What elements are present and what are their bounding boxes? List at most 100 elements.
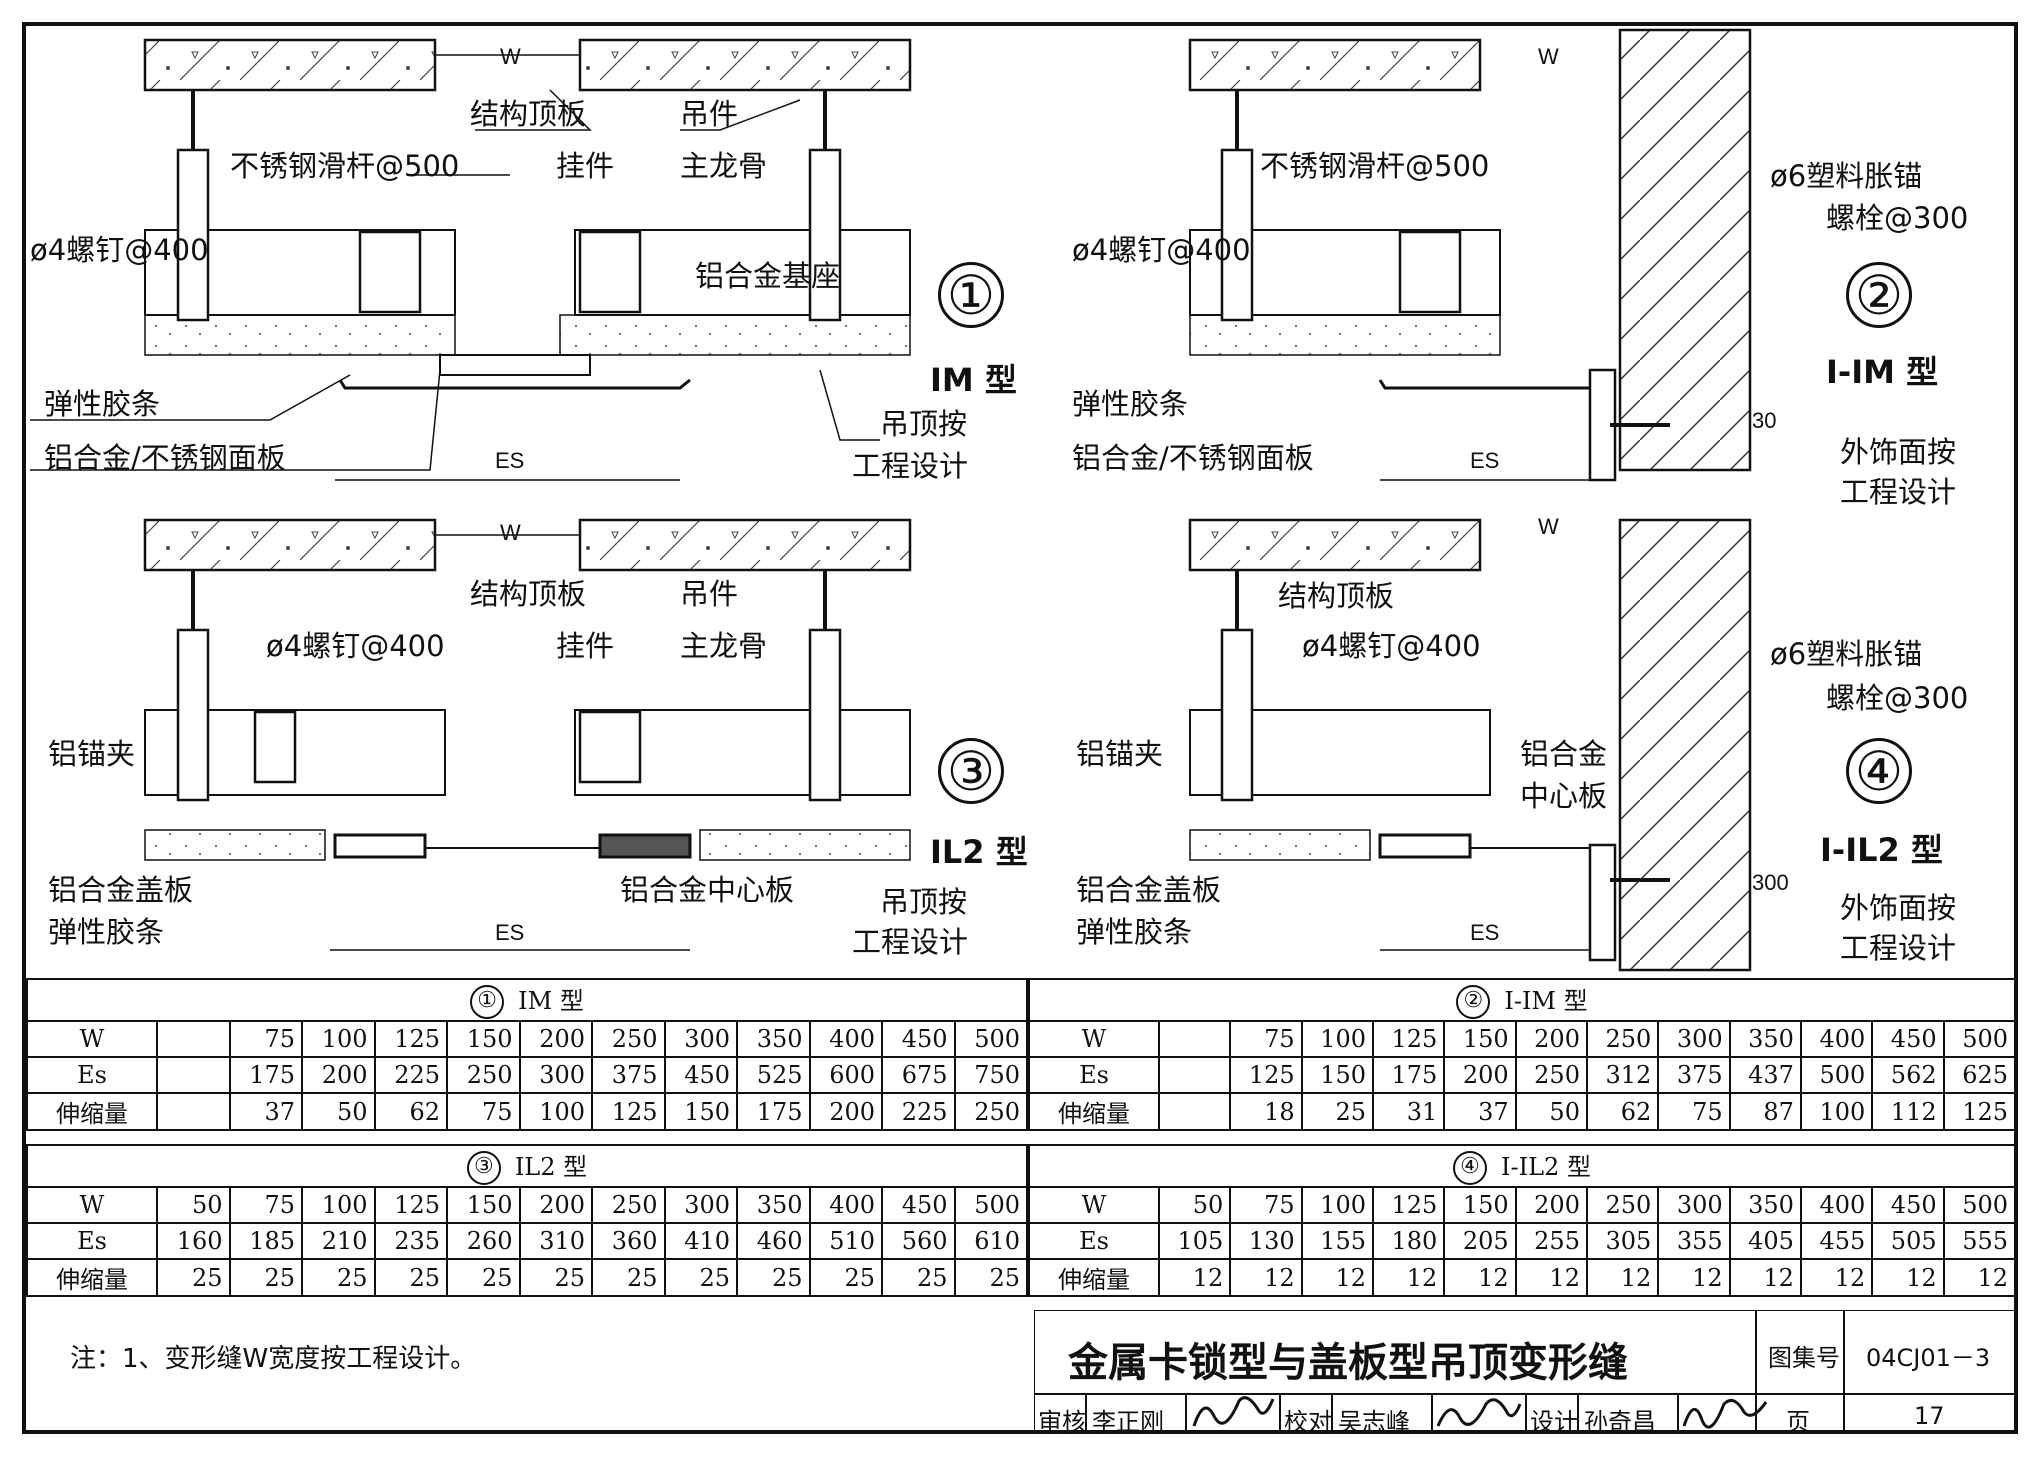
table-cell: 625 bbox=[1942, 1056, 2017, 1094]
table-cell: 250 bbox=[446, 1056, 521, 1094]
table-cell: 75 bbox=[1229, 1186, 1303, 1224]
table-cell bbox=[156, 1056, 231, 1094]
table-cell: 175 bbox=[228, 1056, 303, 1094]
table-cell: 12 bbox=[1799, 1258, 1874, 1297]
title-block: 金属卡锁型与盖板型吊顶变形缝 图集号 04CJ01－3 页 17 审核 李正刚 … bbox=[1034, 1310, 2018, 1436]
table-cell: 62 bbox=[373, 1092, 448, 1131]
table-cell: 235 bbox=[373, 1222, 448, 1260]
label-anchor-clip: 铝锚夹 bbox=[1076, 737, 1164, 771]
row-label: W bbox=[26, 1186, 158, 1224]
label-center-1: 铝合金 bbox=[1520, 737, 1608, 771]
table-cell: 350 bbox=[1728, 1020, 1802, 1058]
table-cell: 460 bbox=[736, 1222, 811, 1260]
table-cell: 210 bbox=[301, 1222, 376, 1260]
label-ceiling-1: 吊顶按 bbox=[880, 407, 968, 441]
label-rod: 不锈钢滑杆@500 bbox=[230, 149, 460, 183]
label-rod: 不锈钢滑杆@500 bbox=[1260, 149, 1490, 183]
table-cell: 125 bbox=[1371, 1186, 1446, 1224]
table-cell: 25 bbox=[156, 1258, 231, 1297]
table-cell: 18 bbox=[1229, 1092, 1303, 1131]
table-cell: 405 bbox=[1728, 1222, 1802, 1260]
page-number: 17 bbox=[1914, 1402, 1945, 1430]
diagram-4 bbox=[1188, 518, 1752, 972]
table-cell bbox=[1157, 1020, 1232, 1058]
table-cell: 125 bbox=[373, 1186, 448, 1224]
es-dim: ES bbox=[495, 920, 525, 945]
table-cell: 437 bbox=[1728, 1056, 1802, 1094]
table-number: ③ bbox=[466, 1151, 501, 1186]
table-cell: 112 bbox=[1871, 1092, 1945, 1131]
table-cell bbox=[156, 1092, 231, 1131]
checker-name: 吴志峰 bbox=[1338, 1408, 1410, 1436]
row-label: Es bbox=[1028, 1056, 1160, 1094]
table-name: IL2 型 bbox=[514, 1152, 588, 1181]
w-dim: W bbox=[1538, 44, 1559, 69]
label-anchor-clip: 铝锚夹 bbox=[48, 737, 136, 771]
table-cell: 25 bbox=[228, 1258, 303, 1297]
table-cell: 200 bbox=[808, 1092, 883, 1131]
table-cell: 500 bbox=[953, 1186, 1028, 1224]
table-cell: 25 bbox=[518, 1258, 593, 1297]
es-dim: ES bbox=[1470, 448, 1500, 473]
table-cell: 150 bbox=[1443, 1020, 1517, 1058]
table-cell: 250 bbox=[1585, 1020, 1660, 1058]
table-cell: 100 bbox=[301, 1186, 376, 1224]
table-cell: 37 bbox=[228, 1092, 303, 1131]
check-label: 校对 bbox=[1284, 1408, 1332, 1436]
diagram-1 bbox=[143, 38, 912, 481]
table-cell: 175 bbox=[1371, 1056, 1446, 1094]
table-cell: 105 bbox=[1157, 1222, 1232, 1260]
table-cell: 450 bbox=[663, 1056, 738, 1094]
table-cell: 410 bbox=[663, 1222, 738, 1260]
table-cell: 560 bbox=[881, 1222, 956, 1260]
label-finish-1: 外饰面按 bbox=[1840, 891, 1957, 925]
table-cell: 500 bbox=[1799, 1056, 1874, 1094]
leader-lines bbox=[30, 89, 880, 471]
label-main-keel: 主龙骨 bbox=[680, 629, 768, 663]
table-cell: 125 bbox=[591, 1092, 666, 1131]
table-cell: 310 bbox=[518, 1222, 593, 1260]
table-cell: 150 bbox=[663, 1092, 738, 1131]
table-cell: 355 bbox=[1657, 1222, 1731, 1260]
row-label: Es bbox=[26, 1222, 158, 1260]
diagram-1-type: IM 型 bbox=[930, 361, 1017, 399]
table-cell: 260 bbox=[446, 1222, 521, 1260]
table-cell: 155 bbox=[1300, 1222, 1374, 1260]
label-ceiling-2: 工程设计 bbox=[852, 449, 969, 483]
label-hanger: 吊件 bbox=[680, 97, 739, 131]
table-cell: 312 bbox=[1585, 1056, 1660, 1094]
label-ceiling-2: 工程设计 bbox=[852, 925, 969, 959]
table-cell bbox=[156, 1020, 231, 1058]
table-name: I-IL2 型 bbox=[1501, 1152, 1591, 1181]
table-cell: 25 bbox=[736, 1258, 811, 1297]
label-strip: 弹性胶条 bbox=[1076, 915, 1193, 949]
label-center: 铝合金中心板 bbox=[620, 873, 795, 907]
table-cell: 150 bbox=[446, 1186, 521, 1224]
table-cell: 455 bbox=[1799, 1222, 1874, 1260]
table-cell: 225 bbox=[881, 1092, 956, 1131]
row-label: 伸缩量 bbox=[1028, 1258, 1160, 1297]
label-center-2: 中心板 bbox=[1520, 779, 1608, 813]
table-cell: 12 bbox=[1443, 1258, 1517, 1297]
table-cell: 180 bbox=[1371, 1222, 1446, 1260]
table-cell: 300 bbox=[518, 1056, 593, 1094]
table-cell: 375 bbox=[591, 1056, 666, 1094]
label-screw: ø4螺钉@400 bbox=[266, 629, 445, 663]
table-cell: 50 bbox=[1514, 1092, 1588, 1131]
page-label: 页 bbox=[1786, 1408, 1810, 1436]
table-cell: 250 bbox=[1585, 1186, 1660, 1224]
label-anchor-1: ø6塑料胀锚 bbox=[1770, 159, 1923, 193]
table-cell: 675 bbox=[881, 1056, 956, 1094]
table-cell: 300 bbox=[663, 1186, 738, 1224]
table-cell: 400 bbox=[1799, 1020, 1874, 1058]
table-cell: 300 bbox=[1657, 1020, 1731, 1058]
table-cell: 125 bbox=[1371, 1020, 1446, 1058]
review-label: 审核 bbox=[1038, 1408, 1086, 1436]
